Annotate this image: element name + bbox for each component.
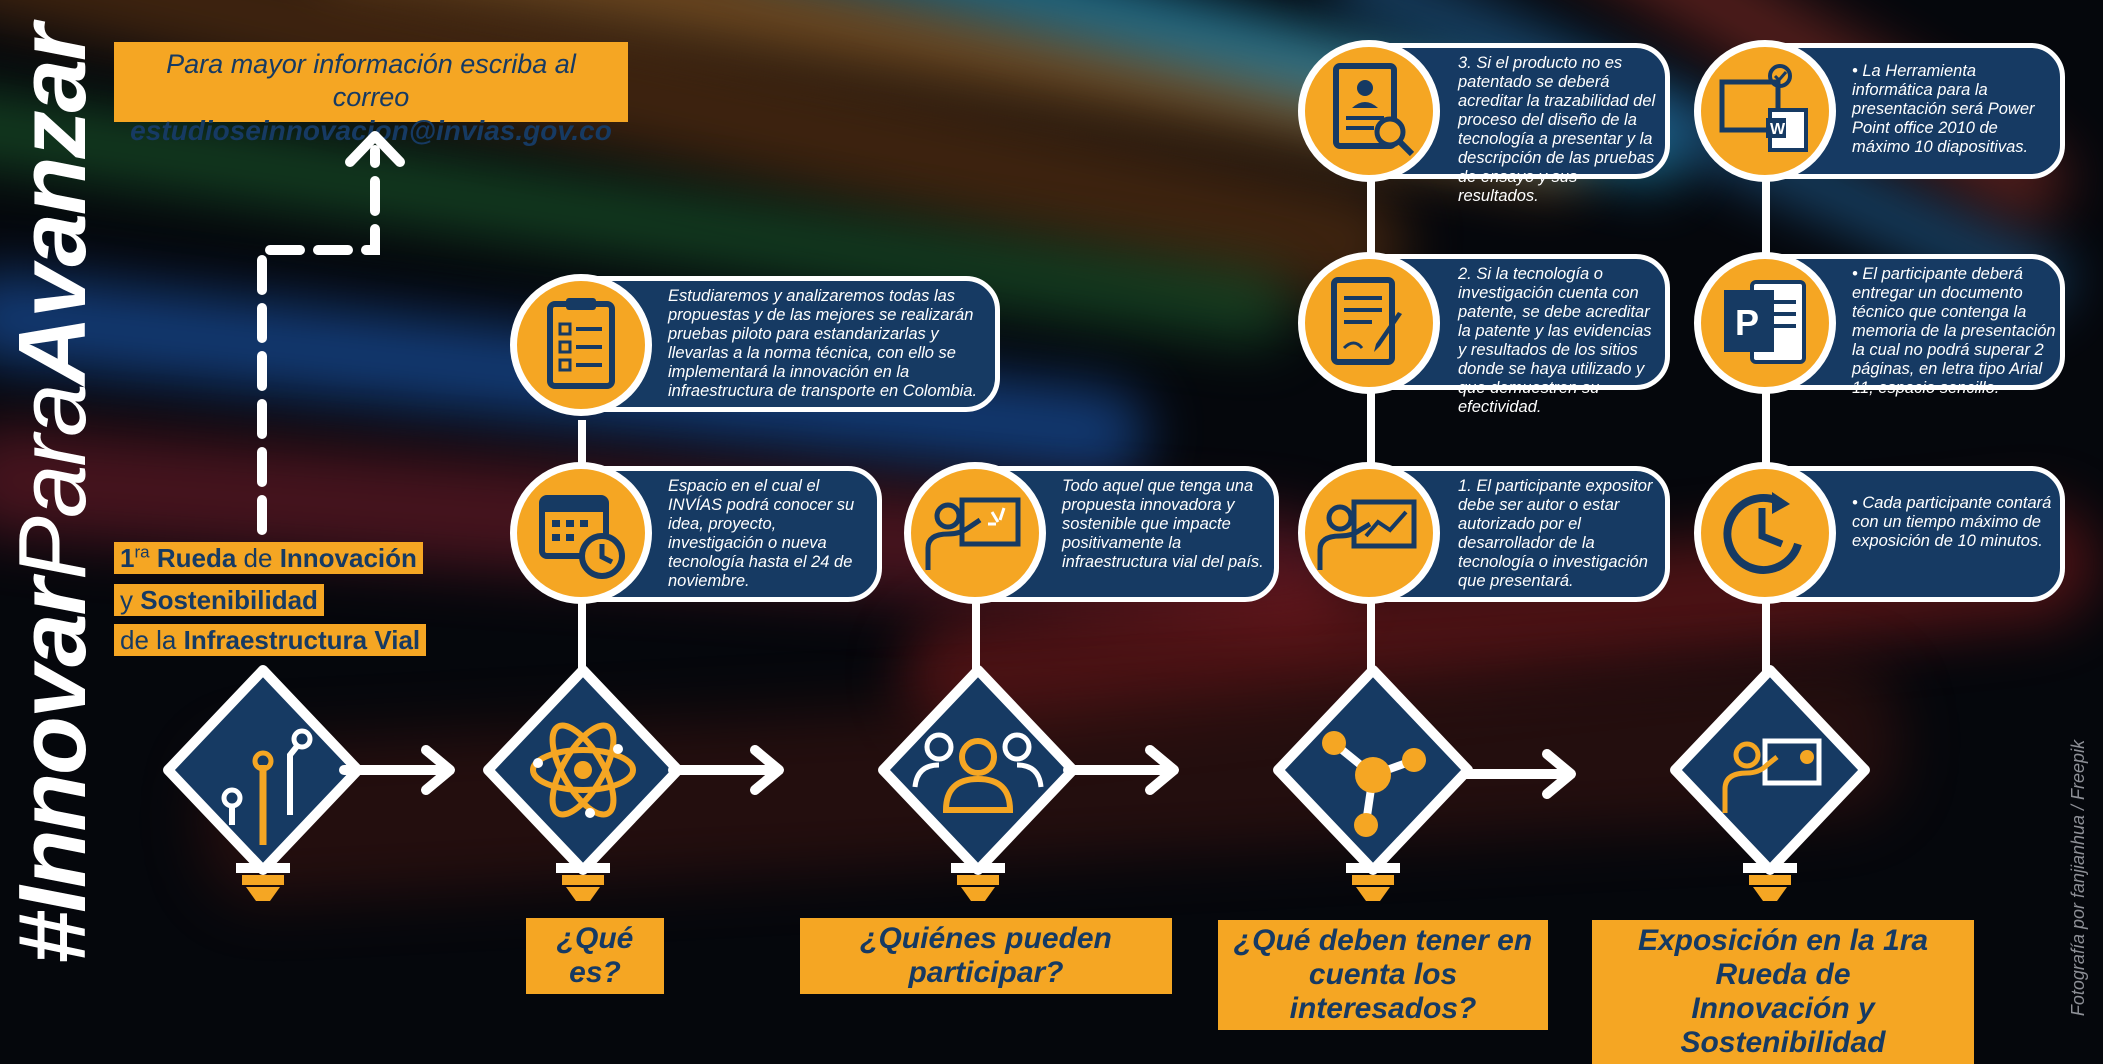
card-icon-circle xyxy=(510,274,652,416)
card-text: • El participante deberá entregar un doc… xyxy=(1852,265,2056,397)
card-text: 1. El participante expositor debe ser au… xyxy=(1458,477,1653,590)
dashed-up-arrow-icon xyxy=(257,131,405,535)
photo-credit: Fotografía por fanjianhua / Freepik xyxy=(2068,739,2088,1017)
card-icon-circle xyxy=(1298,252,1440,394)
flow-arrow-icon xyxy=(1060,740,1190,800)
card-text: 3. Si el producto no es patentado se deb… xyxy=(1458,54,1656,205)
event-word-sostenibilidad: Sostenibilidad xyxy=(140,585,318,615)
calendar-clock-icon xyxy=(539,495,625,579)
svg-text:P: P xyxy=(1735,302,1759,343)
svg-text:W: W xyxy=(1770,121,1786,138)
bulb-step-5 xyxy=(1665,665,1875,905)
hashtag-word-para: Para xyxy=(0,385,106,581)
label-que-es: ¿Qué es? xyxy=(526,918,664,994)
word-document-icon: W xyxy=(1719,64,1808,152)
document-sign-icon xyxy=(1331,277,1402,365)
card-icon-circle xyxy=(1694,462,1836,604)
group-people-icon xyxy=(878,665,1078,901)
timer-icon xyxy=(1723,492,1802,574)
event-word-innovacion: Innovación xyxy=(279,543,417,573)
label-line: ¿Qué deben tener en xyxy=(1233,924,1533,957)
card-icon-circle xyxy=(510,462,652,604)
label-line: cuenta los interesados? xyxy=(1289,958,1477,1025)
presentation-icon xyxy=(1670,665,1870,901)
contact-box: Para mayor información escriba al correo… xyxy=(114,42,628,146)
event-title-line-2: y Sostenibilidad xyxy=(114,584,324,616)
flow-arrow-icon xyxy=(1457,744,1597,804)
card-text: • La Herramienta informática para la pre… xyxy=(1852,62,2035,156)
card-icon-circle: P xyxy=(1694,252,1836,394)
atom-icon xyxy=(483,665,683,901)
clipboard-checklist-icon xyxy=(547,298,615,389)
card-icon-circle: W xyxy=(1694,40,1836,182)
card-text: • Cada participante contará con un tiemp… xyxy=(1852,494,2052,550)
label-quienes-pueden-participar: ¿Quiénes pueden participar? xyxy=(800,918,1172,994)
card-icon-circle xyxy=(904,462,1046,604)
bulb-step-3 xyxy=(873,665,1083,905)
bulb-step-2 xyxy=(478,665,688,905)
bulb-step-4 xyxy=(1268,665,1478,905)
label-que-deben-tener: ¿Qué deben tener en cuenta los interesad… xyxy=(1218,920,1548,1030)
card-text: Todo aquel que tenga una propuesta innov… xyxy=(1062,477,1264,571)
label-exposicion: Exposición en la 1ra Rueda de Innovación… xyxy=(1592,920,1974,1064)
label-line: Innovación y Sostenibilidad xyxy=(1680,992,1886,1059)
event-word-rueda: Rueda xyxy=(156,543,237,573)
powerpoint-icon: P xyxy=(1724,280,1806,364)
label-line: Exposición en la 1ra Rueda de xyxy=(1637,924,1929,991)
hashtag-word-innovar: Innovar xyxy=(0,580,106,913)
document-search-icon xyxy=(1333,63,1415,157)
hashtag-symbol: # xyxy=(0,912,106,965)
contact-line: Para mayor información escriba al correo xyxy=(166,49,576,112)
bulb-step-1 xyxy=(158,665,368,905)
hashtag-word-avanzar: Avanzar xyxy=(0,25,106,386)
event-word-infraestructura: Infraestructura Vial xyxy=(183,625,421,655)
event-word-de-la: de la xyxy=(120,625,177,655)
event-title-line-1: 1ra Rueda de Innovación xyxy=(114,542,423,574)
presenter-chart-icon xyxy=(1317,499,1417,570)
event-title-line-3: de la Infraestructura Vial xyxy=(114,624,427,656)
flow-arrow-icon xyxy=(336,740,466,800)
flow-arrow-icon xyxy=(665,740,795,800)
card-text: 2. Si la tecnología o investigación cuen… xyxy=(1458,265,1652,416)
presenter-board-icon xyxy=(925,497,1021,570)
card-icon-circle xyxy=(1298,40,1440,182)
network-nodes-icon xyxy=(1273,665,1473,901)
circuit-icon xyxy=(163,665,363,901)
card-text: Estudiaremos y analizaremos todas las pr… xyxy=(668,287,978,400)
hashtag-innovar-para-avanzar: #InnovarParaAvanzar xyxy=(0,0,106,1000)
event-ordinal-suffix: ra xyxy=(134,542,150,562)
event-word-de: de xyxy=(243,543,273,573)
card-icon-circle xyxy=(1298,462,1440,604)
event-word-y: y xyxy=(120,585,133,615)
card-text: Espacio en el cual el INVÍAS podrá conoc… xyxy=(668,477,855,590)
event-ordinal: 1 xyxy=(120,543,135,573)
